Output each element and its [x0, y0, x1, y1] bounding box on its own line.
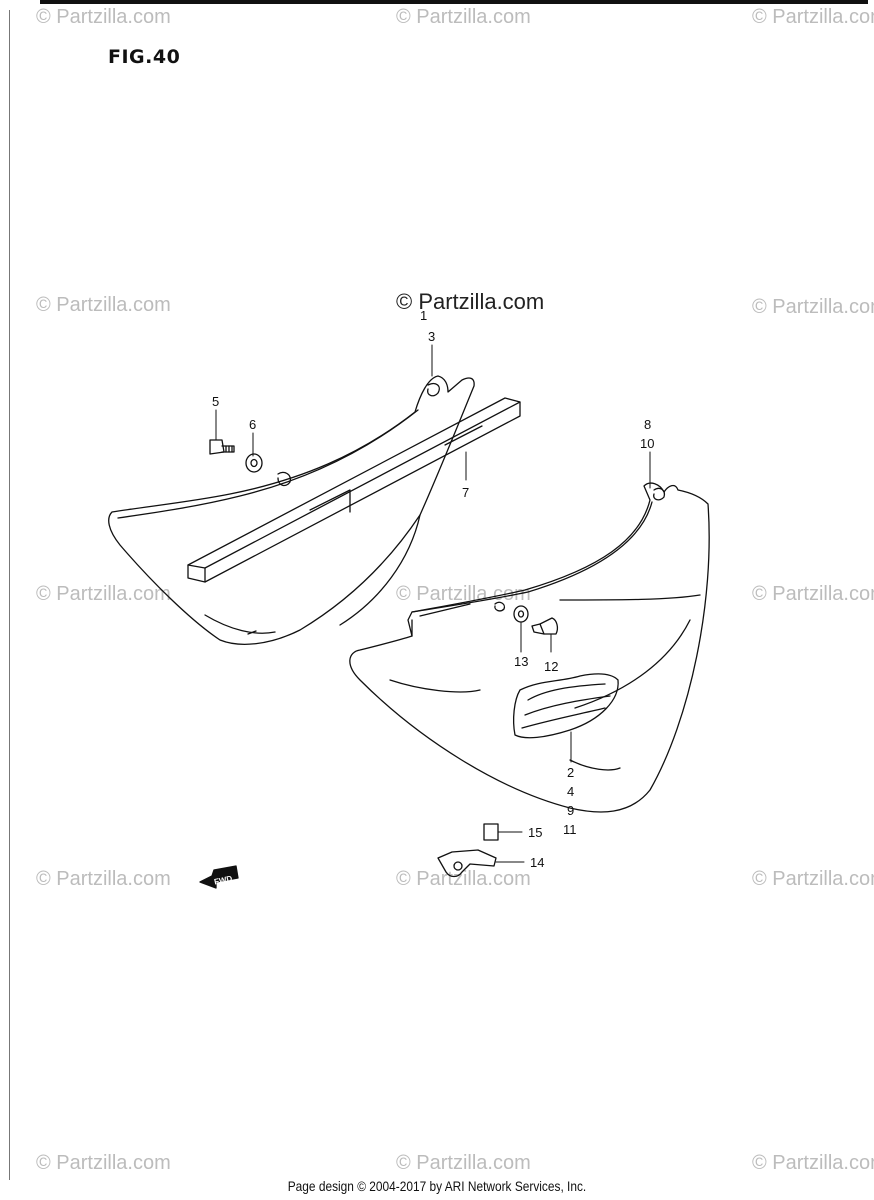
watermark: © Partzilla.com — [396, 583, 531, 605]
watermark: © Partzilla.com — [752, 868, 874, 890]
callout-10: 10 — [640, 436, 654, 451]
callout-1: 1 — [420, 308, 427, 323]
callout-13: 13 — [514, 654, 528, 669]
left-side-cover[interactable] — [108, 375, 475, 645]
callout-7: 7 — [462, 485, 469, 500]
callout-11: 11 — [563, 822, 577, 837]
watermark: © Partzilla.com — [36, 6, 171, 28]
watermark: © Partzilla.com — [396, 868, 531, 890]
left-border — [9, 10, 10, 1180]
callout-14: 14 — [530, 855, 544, 870]
watermark: © Partzilla.com — [36, 868, 171, 890]
watermark: © Partzilla.com — [36, 294, 171, 316]
watermark: © Partzilla.com — [396, 1152, 531, 1174]
fwd-arrow-icon — [199, 865, 239, 889]
screw-12[interactable] — [531, 617, 559, 635]
callout-15: 15 — [528, 825, 542, 840]
watermark: © Partzilla.com — [752, 583, 874, 605]
watermark: © Partzilla.com — [752, 6, 874, 28]
callout-4: 4 — [567, 784, 574, 799]
washer-6[interactable] — [245, 453, 263, 473]
callout-5: 5 — [212, 394, 219, 409]
leader-lines — [215, 344, 651, 863]
callout-3: 3 — [428, 329, 435, 344]
watermark: © Partzilla.com — [396, 6, 531, 28]
watermark-center: © Partzilla.com — [396, 289, 545, 314]
washer-13[interactable] — [513, 605, 529, 623]
top-border — [40, 0, 868, 4]
watermark: © Partzilla.com — [36, 583, 171, 605]
cushion-15[interactable] — [483, 823, 499, 841]
callout-2: 2 — [567, 765, 574, 780]
screw-5[interactable] — [209, 439, 235, 455]
fwd-label: FWD — [213, 874, 233, 887]
callout-12: 12 — [544, 659, 558, 674]
watermark: © Partzilla.com — [752, 296, 874, 318]
watermark: © Partzilla.com — [752, 1152, 874, 1174]
watermark: © Partzilla.com — [36, 1152, 171, 1174]
bracket-14[interactable] — [437, 849, 497, 878]
page-footer: Page design © 2004-2017 by ARI Network S… — [287, 1178, 587, 1194]
callout-9: 9 — [567, 803, 574, 818]
right-side-cover[interactable] — [349, 482, 710, 813]
callout-8: 8 — [644, 417, 651, 432]
callout-6: 6 — [249, 417, 256, 432]
trim-strip[interactable] — [187, 397, 521, 583]
figure-title: FIG.40 — [108, 46, 181, 68]
